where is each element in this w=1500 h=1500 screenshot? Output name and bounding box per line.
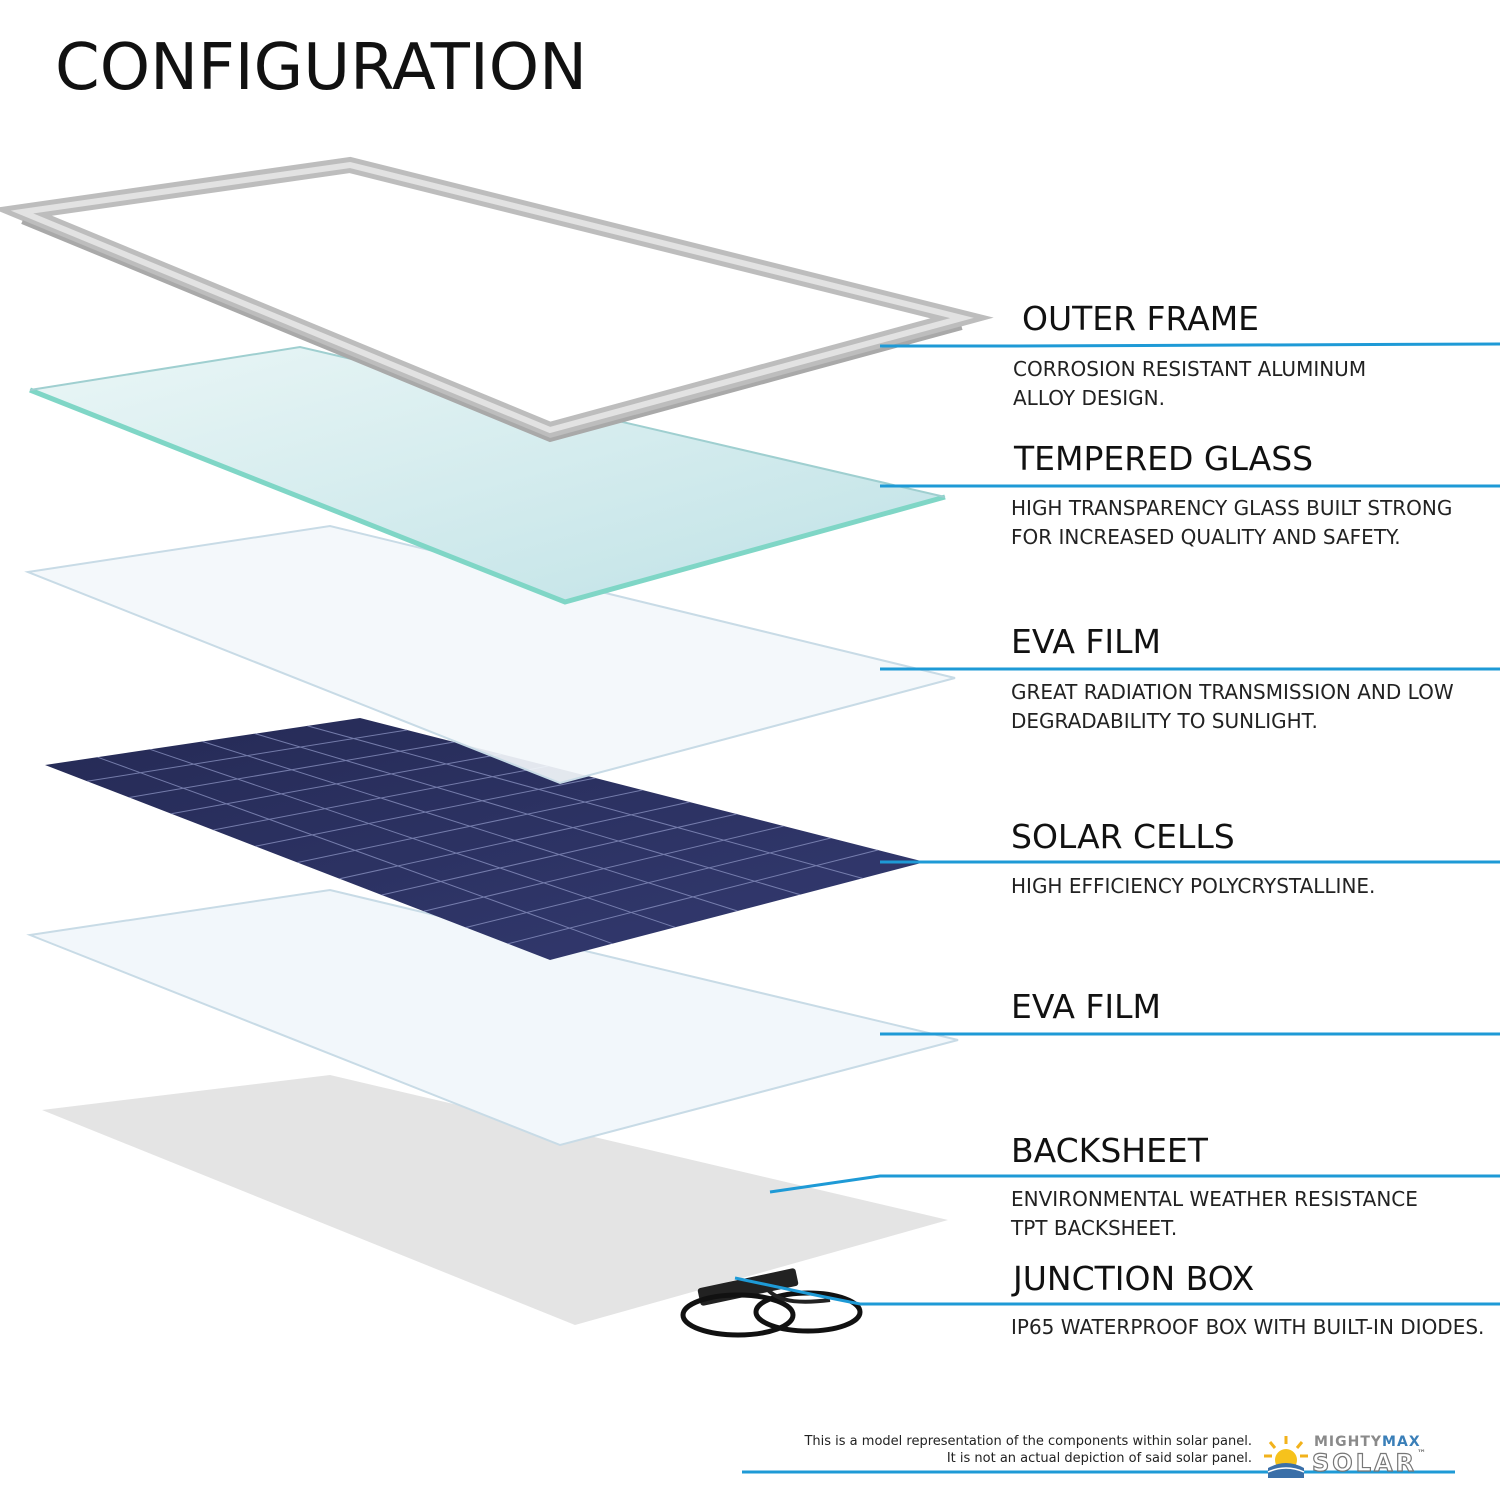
mightymax-solar-logo: MIGHTYMAX SOLAR™ — [1262, 1432, 1462, 1480]
outer-frame-layer — [0, 156, 994, 443]
desc-outer-frame: CORROSION RESISTANT ALUMINUM ALLOY DESIG… — [1013, 357, 1367, 410]
leader-line-outer-frame — [880, 342, 1500, 348]
desc-tempered-glass: HIGH TRANSPARENCY GLASS BUILT STRONG FOR… — [1011, 496, 1453, 549]
eva-film-upper-layer — [24, 524, 956, 785]
cell-grid-line — [97, 756, 613, 945]
backsheet-layer — [42, 1075, 948, 1325]
cell-grid-line — [254, 733, 801, 896]
label-junction-box: JUNCTION BOX — [1013, 1259, 1255, 1298]
desc-junction-box: IP65 WATERPROOF BOX WITH BUILT-IN DIODES… — [1011, 1315, 1485, 1339]
disclaimer: This is a model representation of the co… — [804, 1434, 1252, 1466]
cell-grid-line — [149, 748, 676, 928]
label-eva-film-lower: EVA FILM — [1011, 987, 1161, 1026]
page-title: CONFIGURATION — [55, 31, 587, 105]
leader-line-backsheet — [769, 1174, 1500, 1194]
sun-icon — [1264, 1436, 1308, 1478]
label-eva-film-upper: EVA FILM — [1011, 622, 1161, 661]
logo-wordmark-top: MIGHTYMAX — [1314, 1434, 1421, 1450]
leader-lines — [734, 342, 1500, 1474]
label-solar-cells: SOLAR CELLS — [1011, 817, 1235, 856]
label-backsheet: BACKSHEET — [1011, 1131, 1208, 1170]
desc-eva-film-upper: GREAT RADIATION TRANSMISSION AND LOW DEG… — [1011, 680, 1454, 733]
desc-solar-cells: HIGH EFFICIENCY POLYCRYSTALLINE. — [1011, 874, 1376, 898]
label-outer-frame: OUTER FRAME — [1022, 299, 1260, 338]
eva-film-lower-layer — [26, 888, 959, 1147]
solar-cells-layer — [45, 718, 925, 960]
label-tempered-glass: TEMPERED GLASS — [1014, 439, 1314, 478]
logo-wordmark-bottom: SOLAR™ — [1311, 1448, 1430, 1477]
tempered-glass-layer — [29, 345, 946, 605]
desc-backsheet: ENVIRONMENTAL WEATHER RESISTANCE TPT BAC… — [1011, 1187, 1418, 1240]
leader-line-junction-box — [734, 1276, 1500, 1306]
cell-grid-line — [202, 741, 738, 912]
cell-grid-line — [307, 725, 863, 879]
